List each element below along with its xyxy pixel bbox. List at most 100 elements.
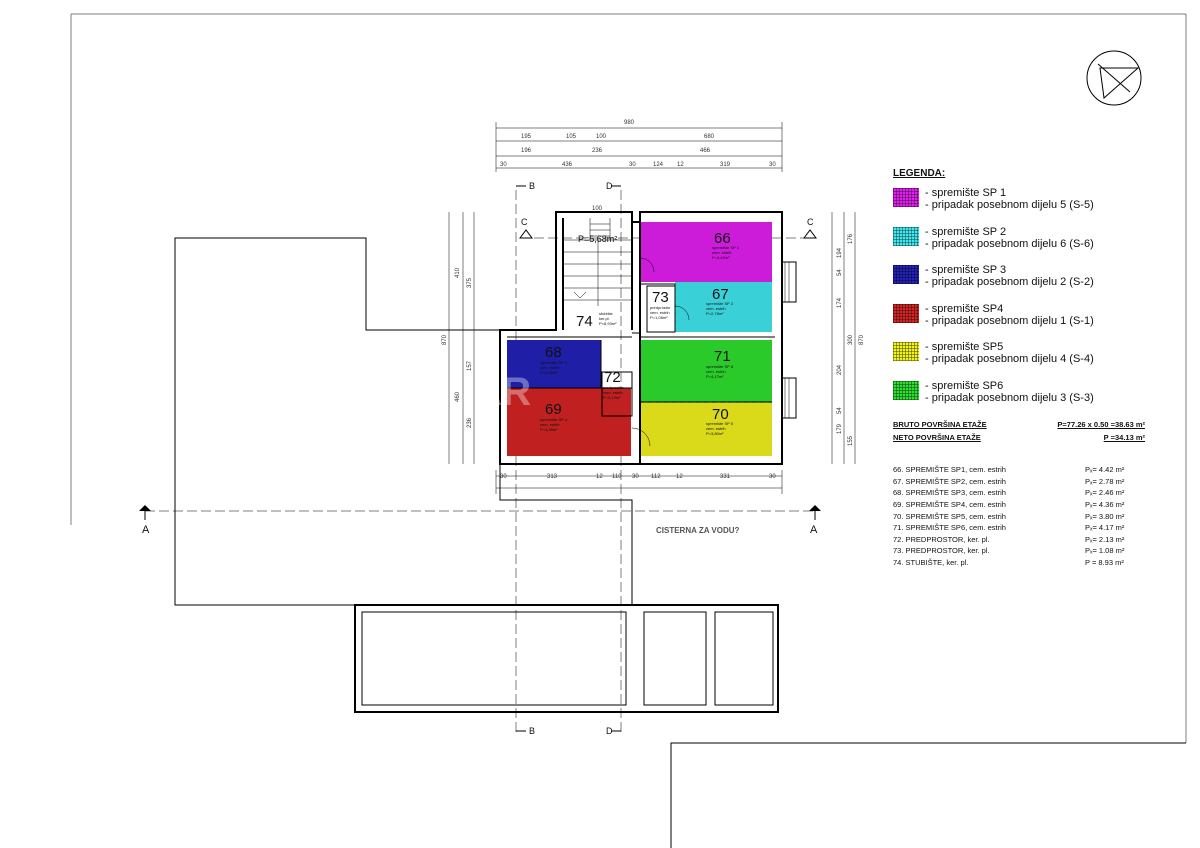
area-name: 70. SPREMIŠTE SP5, cem. estrih xyxy=(893,511,1006,521)
dim-top-r2-3: 466 xyxy=(700,148,711,154)
dim-right-1: 176 xyxy=(848,233,854,244)
staircase xyxy=(563,218,632,306)
room-70-floor: cem. estrih xyxy=(706,426,726,431)
section-d-label-bottom: D xyxy=(606,726,613,736)
area-name: 72. PREDPROSTOR, ker. pl. xyxy=(893,534,990,544)
room-66-number: 66 xyxy=(714,230,731,247)
room-71-area: P=4,17m² xyxy=(706,374,724,379)
room-67-area: P=2,78m² xyxy=(706,311,724,316)
room-74-floor: ker.pl. xyxy=(599,316,610,321)
stair-area-label: P=5,68m² xyxy=(578,234,617,244)
dim-top-r3-2: 436 xyxy=(562,162,573,168)
area-value: Pₓ= 2.46 m² xyxy=(1085,488,1125,498)
north-arrow-icon xyxy=(1086,50,1142,106)
list-item: 68. SPREMIŠTE SP3, cem. estrih Pₓ= 2.46 m… xyxy=(893,487,1145,499)
area-summary: BRUTO POVRŠINA ETAŽE P=77.26 x 0.50 =38.… xyxy=(893,418,1145,568)
area-value: Pₓ= 3.80 m² xyxy=(1085,511,1125,521)
area-list: 66. SPREMIŠTE SP1, cem. estrih Pₓ= 4.42 m… xyxy=(893,464,1145,568)
section-d-label-top: D xyxy=(606,181,613,191)
dim-right-10: 155 xyxy=(848,435,854,446)
room-68-name: spremište SP 3 xyxy=(540,360,568,365)
legend-item-sp1: - spremište SP 1 - pripadak posebnom dij… xyxy=(893,187,1193,226)
legend-item-sp2: - spremište SP 2 - pripadak posebnom dij… xyxy=(893,226,1193,265)
dim-right-2: 194 xyxy=(837,247,843,258)
legend: LEGENDA: - spremište SP 1 - pripadak pos… xyxy=(893,168,1193,418)
room-68-number: 68 xyxy=(545,344,562,361)
room-73-name: predprostor xyxy=(650,305,671,310)
dim-bottom-6: 112 xyxy=(651,474,661,480)
legend-item-desc: - pripadak posebnom dijelu 6 (S-6) xyxy=(925,237,1094,250)
neto-label: NETO POVRŠINA ETAŽE xyxy=(893,433,981,442)
legend-item-sp4: - spremište SP4 - pripadak posebnom dije… xyxy=(893,303,1193,342)
room-67-name: spremište SP 2 xyxy=(706,301,734,306)
area-name: 66. SPREMIŠTE SP1, cem. estrih xyxy=(893,465,1006,475)
sheet-border xyxy=(70,13,1187,848)
area-name: 74. STUBIŠTE, ker. pl. xyxy=(893,558,969,568)
area-value: Pₓ= 1.08 m² xyxy=(1085,546,1125,556)
dim-bottom-8: 331 xyxy=(720,474,731,480)
dim-right-6: 300 xyxy=(848,334,854,345)
area-value: Pₓ= 4.42 m² xyxy=(1085,465,1125,475)
room-66-name: spremište SP 1 xyxy=(712,245,740,250)
room-68-area: P=2,46m² xyxy=(540,370,558,375)
legend-item-desc: - pripadak posebnom dijelu 3 (S-3) xyxy=(925,391,1094,404)
list-item: 72. PREDPROSTOR, ker. pl. Pₓ= 2.13 m² xyxy=(893,534,1145,546)
dim-top-r2-2: 236 xyxy=(592,148,603,154)
watermark: MAR xyxy=(440,370,531,414)
dim-right-5: 870 xyxy=(859,334,865,345)
dim-bottom-4: 110 xyxy=(612,474,622,480)
legend-swatch-sp2 xyxy=(893,226,919,246)
site-outline xyxy=(174,237,779,713)
list-item: 74. STUBIŠTE, ker. pl.P = 8.93 m² xyxy=(893,557,1145,569)
legend-item-desc: - pripadak posebnom dijelu 2 (S-2) xyxy=(925,276,1094,288)
legend-item-sp3: - spremište SP 3 - pripadak posebnom dij… xyxy=(893,264,1193,303)
dim-left-6: 236 xyxy=(467,417,473,428)
neto-row: NETO POVRŠINA ETAŽE P =34.13 m² xyxy=(893,431,1145,444)
legend-item-sp5: - spremište SP5 - pripadak posebnom dije… xyxy=(893,341,1193,380)
room-71-number: 71 xyxy=(714,348,731,365)
dim-left-1: 410 xyxy=(455,267,461,278)
legend-swatch-sp3 xyxy=(893,265,919,284)
dim-top-row3: 30 436 30 124 12 319 30 xyxy=(500,162,776,168)
area-value: Pₓ= 2.78 m² xyxy=(1085,476,1125,486)
dim-bottom-7: 12 xyxy=(676,474,683,480)
dim-bottom-2: 313 xyxy=(547,474,558,480)
bruto-row: BRUTO POVRŠINA ETAŽE P=77.26 x 0.50 =38.… xyxy=(893,418,1145,431)
bruto-value: P=77.26 x 0.50 =38.63 m² xyxy=(1057,420,1145,429)
legend-item-label: - spremište SP4 xyxy=(925,302,1004,315)
room-74-area: P=8,93m² xyxy=(599,321,617,326)
room-73-floor: cem. estrih xyxy=(650,310,670,315)
dim-right: 176 194 54 174 870 300 204 54 179 155 xyxy=(837,233,865,446)
room-74-name: stubište xyxy=(599,311,614,316)
list-item: 66. SPREMIŠTE SP1, cem. estrih Pₓ= 4.42 m… xyxy=(893,464,1145,476)
legend-item-desc: - pripadak posebnom dijelu 1 (S-1) xyxy=(925,314,1094,327)
dim-top-r1-4: 680 xyxy=(704,134,715,140)
room-73-area: P=1,08m² xyxy=(650,315,668,320)
dim-top-r3-5: 12 xyxy=(677,162,684,168)
dim-top-r3-6: 319 xyxy=(720,162,731,168)
room-72-name: predprostor xyxy=(603,385,624,390)
dim-top-r1-1: 195 xyxy=(521,134,532,140)
room-69-area: P=4,36m² xyxy=(540,427,558,432)
dim-top-r1-2: 105 xyxy=(566,134,577,140)
section-a-label-left: A xyxy=(142,524,150,536)
dim-bottom-1: 30 xyxy=(500,474,507,480)
dim-left-2: 375 xyxy=(467,277,473,288)
room-70-number: 70 xyxy=(712,406,729,423)
room-67-number: 67 xyxy=(712,286,729,303)
legend-item-label: - spremište SP 1 xyxy=(925,187,1007,199)
dim-top-r3-3: 30 xyxy=(629,162,636,168)
room-70-name: spremište SP 5 xyxy=(706,421,734,426)
legend-item-sp6: - spremište SP6 - pripadak posebnom dije… xyxy=(893,380,1193,419)
list-item: 70. SPREMIŠTE SP5, cem. estrih Pₓ= 3.80 m… xyxy=(893,510,1145,522)
dim-left-5: 460 xyxy=(455,391,461,402)
list-item: 73. PREDPROSTOR, ker. pl.Pₓ= 1.08 m² xyxy=(893,545,1145,557)
section-b-label-bottom: B xyxy=(529,726,535,736)
room-71-name: spremište SP 6 xyxy=(706,364,734,369)
area-name: 68. SPREMIŠTE SP3, cem. estrih xyxy=(893,488,1006,498)
dim-stair-width: 100 xyxy=(592,206,603,212)
area-value: Pₓ= 2.13 m² xyxy=(1085,534,1125,544)
legend-swatch-sp1 xyxy=(893,188,919,207)
dim-bottom-9: 30 xyxy=(769,474,776,480)
